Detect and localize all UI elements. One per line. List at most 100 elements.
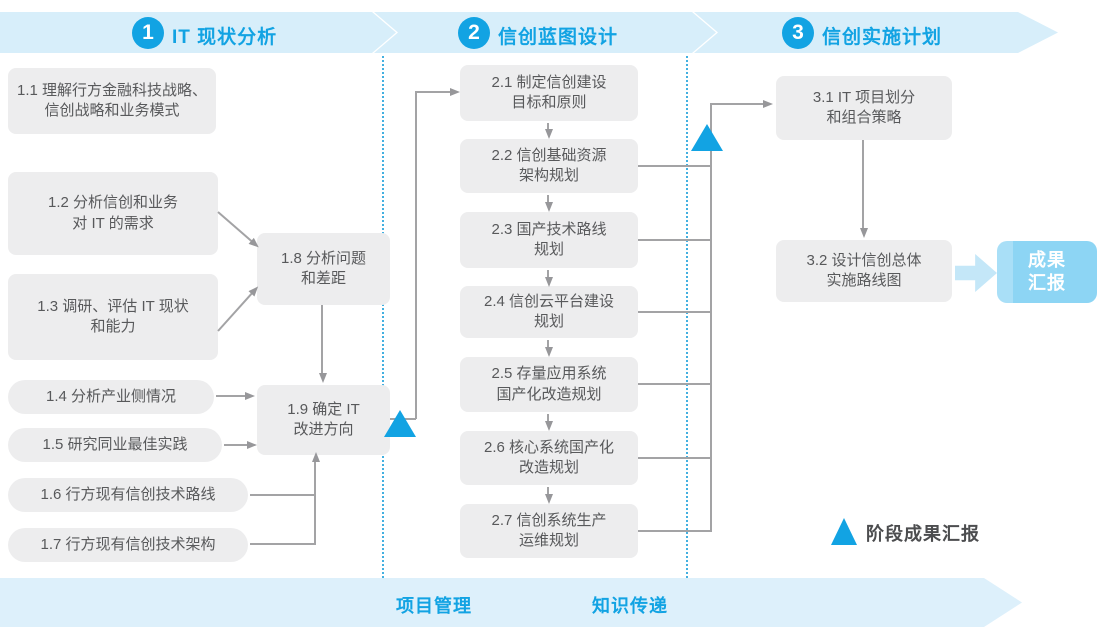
connector-1-5-to-1-9 <box>224 441 257 449</box>
connector-1-8-to-1-9 <box>319 305 327 383</box>
connector-2-1-to-2-2 <box>545 123 553 139</box>
connector-into-3-1 <box>710 100 773 108</box>
node-2-1: 2.1 制定信创建设 目标和原则 <box>460 65 638 121</box>
connector-2-2-to-2-3 <box>545 195 553 212</box>
phase-number-badge-1: 1 <box>132 17 164 49</box>
footer-item-project-management: 项目管理 <box>396 596 472 616</box>
connector-into-2-1 <box>415 88 460 96</box>
phase-banner-3 <box>694 12 1058 53</box>
node-3-1-line1: 3.1 IT 项目划分 <box>812 88 916 106</box>
node-3-2-line1: 3.2 设计信创总体 <box>806 251 922 269</box>
node-1-2-line1: 1.2 分析信创和业务 <box>47 194 179 212</box>
node-1-9: 1.9 确定 IT 改进方向 <box>257 385 390 455</box>
phase-title-3: 信创实施计划 <box>822 27 943 48</box>
connector-1-2-to-1-8 <box>217 211 253 243</box>
node-1-1-line1: 1.1 理解行方金融科技战略、 <box>16 81 208 99</box>
node-1-5-line1: 1.5 研究同业最佳实践 <box>42 435 188 453</box>
milestone-triangle-phase2-icon <box>691 124 723 151</box>
connector-2-4-to-2-5 <box>545 340 553 357</box>
phase-number-1: 1 <box>142 21 154 44</box>
node-2-4: 2.4 信创云平台建设 规划 <box>460 286 638 338</box>
node-3-2-line2: 实施路线图 <box>826 272 902 289</box>
result-report-line2: 汇报 <box>1028 273 1066 293</box>
result-report-box: 成果 汇报 <box>997 241 1097 303</box>
connector-1-7-segment <box>250 543 316 545</box>
node-2-5-line1: 2.5 存量应用系统 <box>491 365 607 383</box>
footer-banner <box>0 578 1022 627</box>
connector-3-1-to-3-2 <box>860 140 868 238</box>
node-2-4-line2: 规划 <box>533 313 564 330</box>
node-1-8-line2: 和差距 <box>300 270 346 287</box>
node-2-7-line2: 运维规划 <box>518 532 579 549</box>
connector-1-9-riser <box>415 92 417 419</box>
branch-2-4 <box>638 311 711 313</box>
result-report-line1: 成果 <box>1028 249 1066 270</box>
node-2-3: 2.3 国产技术路线 规划 <box>460 212 638 268</box>
node-2-7-line1: 2.7 信创系统生产 <box>491 511 607 529</box>
node-2-5: 2.5 存量应用系统 国产化改造规划 <box>460 357 638 412</box>
node-1-7-line1: 1.7 行方现有信创技术架构 <box>40 535 216 553</box>
node-3-1-line2: 和组合策略 <box>826 109 902 126</box>
node-2-4-line1: 2.4 信创云平台建设 <box>483 292 615 310</box>
connector-2-3-to-2-4 <box>545 270 553 287</box>
node-1-9-line2: 改进方向 <box>293 421 354 438</box>
branch-2-6 <box>638 457 711 459</box>
node-1-7: 1.7 行方现有信创技术架构 <box>8 528 248 562</box>
node-3-2: 3.2 设计信创总体 实施路线图 <box>776 240 952 302</box>
phase-divider-dotted-line-1 <box>382 56 384 578</box>
node-1-6-line1: 1.6 行方现有信创技术路线 <box>40 485 216 503</box>
node-2-2: 2.2 信创基础资源 架构规划 <box>460 139 638 193</box>
milestone-triangle-phase1-icon <box>384 410 416 437</box>
node-2-7: 2.7 信创系统生产 运维规划 <box>460 504 638 558</box>
node-1-3-line2: 和能力 <box>90 318 136 335</box>
node-1-5: 1.5 研究同业最佳实践 <box>8 428 222 462</box>
branch-2-3 <box>638 239 711 241</box>
node-1-8: 1.8 分析问题 和差距 <box>257 233 390 305</box>
node-1-3: 1.3 调研、评估 IT 现状 和能力 <box>8 274 218 360</box>
connector-1-6-segment <box>250 494 316 496</box>
node-2-3-line1: 2.3 国产技术路线 <box>491 220 607 238</box>
connector-2-6-to-2-7 <box>545 487 553 504</box>
node-1-1: 1.1 理解行方金融科技战略、 信创战略和业务模式 <box>8 68 216 134</box>
phase-divider-dotted-line-2 <box>686 56 688 578</box>
node-1-6: 1.6 行方现有信创技术路线 <box>8 478 248 512</box>
phase-number-3: 3 <box>792 21 804 44</box>
node-2-6: 2.6 核心系统国产化 改造规划 <box>460 431 638 485</box>
result-arrow-icon <box>955 254 997 292</box>
node-2-2-line1: 2.2 信创基础资源 <box>491 146 607 164</box>
node-1-1-line2: 信创战略和业务模式 <box>44 102 180 119</box>
branch-2-5 <box>638 383 711 385</box>
node-2-6-line2: 改造规划 <box>518 459 579 476</box>
branch-2-7 <box>638 530 711 532</box>
node-1-9-line1: 1.9 确定 IT <box>287 400 360 418</box>
node-2-3-line2: 规划 <box>533 241 564 258</box>
legend-label: 阶段成果汇报 <box>866 524 980 544</box>
phase-number-badge-2: 2 <box>458 17 490 49</box>
branch-2-2 <box>638 165 711 167</box>
node-2-1-line1: 2.1 制定信创建设 <box>491 73 607 91</box>
node-2-2-line2: 架构规划 <box>518 167 579 184</box>
node-2-5-line2: 国产化改造规划 <box>496 385 602 403</box>
phase-number-badge-3: 3 <box>782 17 814 49</box>
node-2-1-line2: 目标和原则 <box>511 94 587 111</box>
node-1-4-line1: 1.4 分析产业侧情况 <box>45 387 177 405</box>
connector-2-5-to-2-6 <box>545 414 553 431</box>
connector-1-3-to-1-8 <box>217 292 253 332</box>
node-1-3-line1: 1.3 调研、评估 IT 现状 <box>37 297 189 315</box>
phase-banner-2 <box>374 12 716 53</box>
node-1-4: 1.4 分析产业侧情况 <box>8 380 214 414</box>
node-1-2-line2: 对 IT 的需求 <box>72 214 154 232</box>
legend-triangle-icon <box>831 518 857 545</box>
node-3-1: 3.1 IT 项目划分 和组合策略 <box>776 76 952 140</box>
node-1-2: 1.2 分析信创和业务 对 IT 的需求 <box>8 172 218 255</box>
connector-1-6-1-7-to-1-9 <box>312 452 320 545</box>
phase-banner-1 <box>0 12 396 53</box>
node-2-6-line1: 2.6 核心系统国产化 <box>483 438 615 456</box>
connector-1-4-to-1-9 <box>216 392 255 400</box>
node-1-8-line1: 1.8 分析问题 <box>280 249 367 267</box>
phase-title-2: 信创蓝图设计 <box>498 27 619 48</box>
phase-number-2: 2 <box>468 21 480 44</box>
collector-line <box>710 104 712 532</box>
footer-item-knowledge-transfer: 知识传递 <box>592 596 668 616</box>
